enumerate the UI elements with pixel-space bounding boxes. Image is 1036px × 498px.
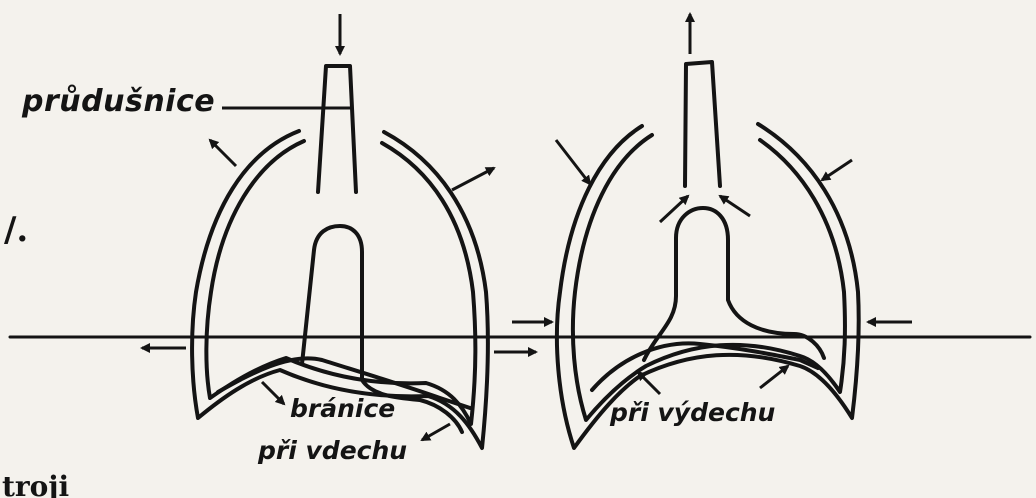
arrow-diaphragm-up-right — [760, 366, 788, 388]
chest-wall-inner-inhale — [206, 141, 475, 424]
label-diaphragm: bránice — [290, 394, 395, 423]
arrow-contract-upper-left — [556, 140, 590, 184]
label-inhale: při vdechu — [258, 436, 407, 465]
lungs-inhale — [192, 66, 488, 448]
margin-mark: /. — [4, 210, 28, 250]
lungs-exhale — [557, 62, 859, 448]
label-trachea: průdušnice — [22, 84, 215, 119]
chest-wall-inner-exhale — [573, 135, 845, 420]
arrow-contract-upper-right — [822, 160, 852, 180]
arrow-diaphragm-down — [262, 382, 284, 404]
cut-off-text: troji — [2, 470, 69, 498]
label-exhale: při výdechu — [610, 398, 775, 427]
arrow-expand-upper-left — [210, 140, 236, 166]
trachea-inhale — [318, 66, 356, 192]
arrow-expand-upper-right — [452, 168, 494, 190]
arrow-lower-right-out — [422, 424, 450, 440]
trachea-exhale — [685, 62, 720, 186]
arrow-inner-right — [720, 196, 750, 216]
arrow-diaphragm-up-left — [638, 372, 660, 394]
